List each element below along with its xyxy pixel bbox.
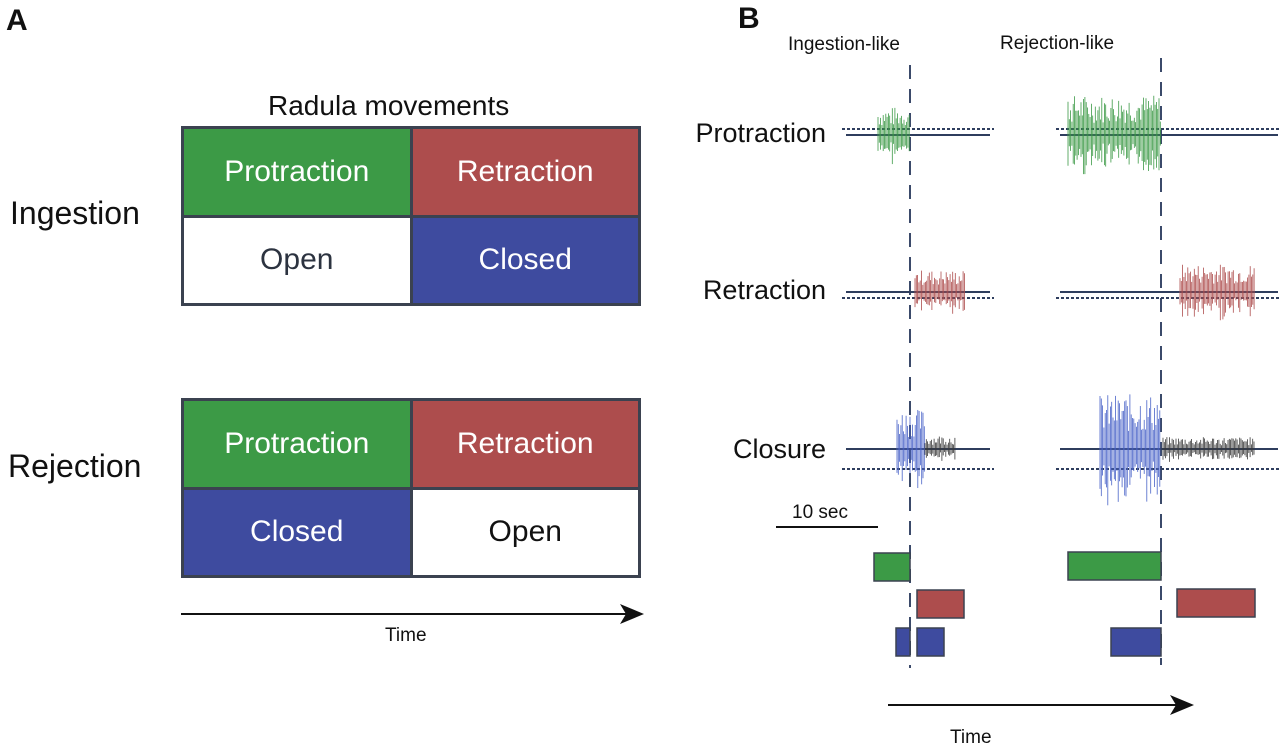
panel-a-title: Radula movements — [268, 90, 510, 121]
panel-a-letter: A — [6, 4, 28, 37]
ingestion-protraction-bar — [873, 552, 911, 582]
closure-trace-label: Closure — [732, 434, 826, 464]
ingestion-closed-cell: Closed — [412, 217, 638, 303]
rejection-like-header: Rejection-like — [1000, 33, 1115, 54]
panel-a-time-label: Time — [385, 625, 427, 646]
protraction-trace-label: Protraction — [695, 118, 826, 148]
rejection-label: Rejection — [8, 448, 142, 484]
ingestion-closure-bar-1 — [895, 627, 911, 657]
ingestion-retraction-cell: Retraction — [412, 129, 638, 215]
ingestion-label: Ingestion — [10, 195, 140, 231]
rejection-retraction-cell: Retraction — [412, 401, 638, 487]
ingestion-like-header: Ingestion-like — [788, 34, 900, 55]
panel-b-letter: B — [738, 2, 760, 35]
ingestion-retraction-bar — [916, 589, 965, 619]
rejection-protraction-bar — [1067, 551, 1162, 581]
panel-b-time-label: Time — [950, 727, 992, 748]
rejection-protraction-cell: Protraction — [184, 401, 410, 487]
ingestion-grid: Protraction Retraction Open Closed — [181, 126, 641, 306]
rejection-closed-cell: Closed — [184, 489, 410, 575]
ingestion-open-cell: Open — [184, 217, 410, 303]
ingestion-closure-bar-2 — [916, 627, 945, 657]
scale-bar-label: 10 sec — [792, 502, 848, 523]
rejection-grid: Protraction Retraction Closed Open — [181, 398, 641, 578]
ingestion-protraction-cell: Protraction — [184, 129, 410, 215]
retraction-trace-label: Retraction — [702, 275, 826, 305]
rejection-open-cell: Open — [412, 489, 638, 575]
rejection-retraction-bar — [1176, 588, 1256, 618]
rejection-closure-bar — [1110, 627, 1162, 657]
